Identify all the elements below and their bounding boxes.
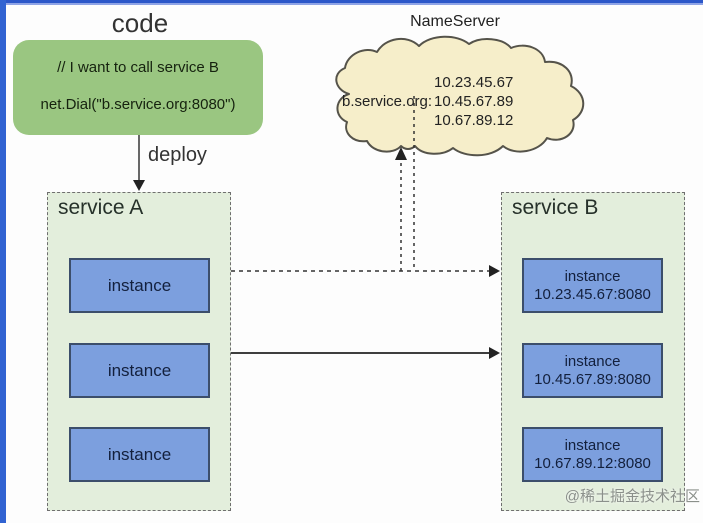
solid-call-arrow xyxy=(231,347,500,359)
service-b-title: service B xyxy=(512,196,599,219)
frame-border-top xyxy=(0,0,703,5)
instance-label: instance xyxy=(564,267,621,285)
code-snippet-box: // I want to call service B net.Dial("b.… xyxy=(13,40,263,135)
nameserver-cloud xyxy=(335,35,585,157)
instance-address: 10.67.89.12:8080 xyxy=(534,454,651,472)
service-b-box: service B instance 10.23.45.67:8080 inst… xyxy=(501,192,685,511)
watermark: @稀土掘金技术社区 xyxy=(564,488,700,505)
code-section-title: code xyxy=(111,8,169,38)
service-a-instance-1: instance xyxy=(69,258,210,313)
instance-label: instance xyxy=(564,352,621,370)
nameserver-ip: 10.45.67.89 xyxy=(434,92,514,110)
code-dial-line: net.Dial("b.service.org:8080") xyxy=(40,96,236,113)
instance-label: instance xyxy=(107,444,172,464)
instance-address: 10.45.67.89:8080 xyxy=(534,370,651,388)
nameserver-ip: 10.23.45.67 xyxy=(434,73,514,91)
service-a-title: service A xyxy=(58,196,144,219)
service-b-instance-1: instance 10.23.45.67:8080 xyxy=(522,258,663,313)
deploy-label: deploy xyxy=(148,144,207,166)
instance-label: instance xyxy=(107,275,172,295)
deploy-arrow xyxy=(133,135,145,191)
nameserver-ip: 10.67.89.12 xyxy=(434,111,514,129)
instance-address: 10.23.45.67:8080 xyxy=(534,285,651,303)
instance-label: instance xyxy=(107,360,172,380)
instance-label: instance xyxy=(564,436,621,454)
service-b-instance-3: instance 10.67.89.12:8080 xyxy=(522,427,663,482)
code-comment-line: // I want to call service B xyxy=(57,59,219,76)
service-a-instance-3: instance xyxy=(69,427,210,482)
frame-border-left xyxy=(0,0,6,523)
dashed-call-arrow xyxy=(231,265,500,277)
nameserver-domain: b.service.org: xyxy=(342,92,433,110)
lookup-request-arrow xyxy=(395,147,407,271)
service-a-box: service A instance instance instance xyxy=(47,192,231,511)
service-b-instance-2: instance 10.45.67.89:8080 xyxy=(522,343,663,398)
service-a-instance-2: instance xyxy=(69,343,210,398)
nameserver-ip-list: 10.23.45.67 10.45.67.89 10.67.89.12 xyxy=(434,73,513,130)
nameserver-title: NameServer xyxy=(410,13,500,30)
nameserver-record: b.service.org: 10.23.45.67 10.45.67.89 1… xyxy=(342,70,572,132)
